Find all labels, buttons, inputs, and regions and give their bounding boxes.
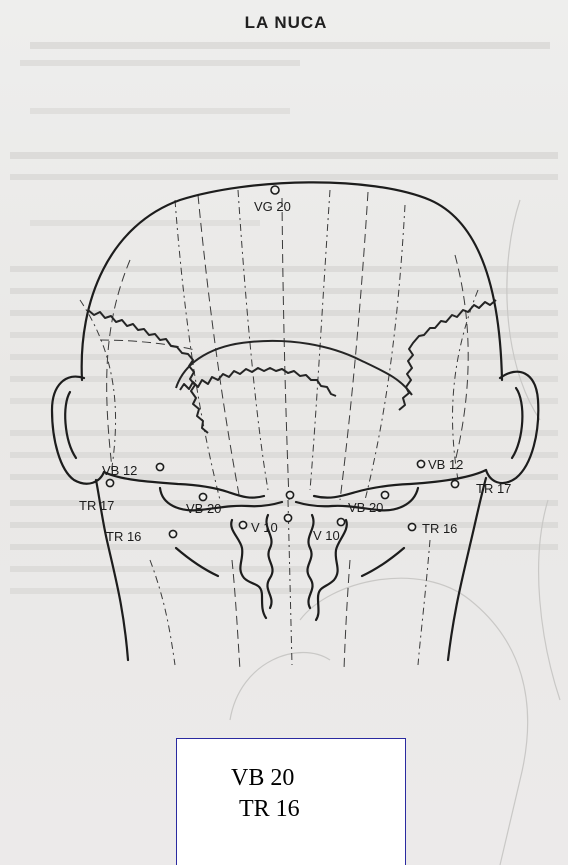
figure-title: LA NUCA	[245, 13, 328, 32]
acupoint-vb20-left-marker	[199, 493, 206, 500]
acupoint-label-vb12-right: VB 12	[428, 457, 463, 472]
bleed-head-outline	[539, 500, 560, 700]
meridian-line	[453, 290, 478, 480]
neck-inner-right	[362, 548, 404, 576]
bleed-line	[10, 566, 310, 572]
acupoint-label-vb12-left: VB 12	[102, 463, 137, 478]
acupoint-vb12-right-marker	[417, 460, 424, 467]
acupoint-label-tr16-left: TR 16	[106, 529, 141, 544]
acupoint-label-vg20: VG 20	[254, 199, 291, 214]
bleed-line	[10, 588, 310, 594]
acupoint-tr16-right-marker	[408, 523, 415, 530]
acupoint-tr16-left-marker	[169, 530, 176, 537]
bleed-line	[10, 354, 558, 360]
highlighted-points-box: VB 20 TR 16	[176, 738, 406, 865]
meridian-line	[310, 190, 330, 490]
acupoint-label-tr17-right: TR 17	[476, 481, 511, 496]
bleed-line	[10, 430, 558, 436]
bleed-line	[10, 266, 558, 272]
bleed-line	[30, 108, 290, 114]
acupoint-label-vb20-right: VB 20	[348, 500, 383, 515]
bleed-head-outline	[230, 653, 330, 721]
acupoint-center-marker	[286, 491, 293, 498]
bleed-line	[10, 174, 558, 180]
acupoint-label-tr16-right: TR 16	[422, 521, 457, 536]
bleed-line	[30, 42, 550, 49]
meridian-line	[150, 560, 175, 665]
acupoint-label-tr17-left: TR 17	[79, 498, 114, 513]
bleed-line	[10, 376, 558, 382]
acupoint-vb12-left-marker	[156, 463, 163, 470]
acupoint-label-v10-right: V 10	[313, 528, 340, 543]
acupoint-label-v10-left: V 10	[251, 520, 278, 535]
acupoint-vb20-right-marker	[381, 491, 388, 498]
bleed-line	[20, 60, 300, 66]
acupoint-tr17-left-marker	[106, 479, 113, 486]
skull-outline	[82, 182, 502, 380]
note-point-vb20: VB 20	[231, 765, 294, 792]
acupoint-vg20-marker	[271, 186, 279, 194]
meridian-line	[344, 560, 350, 670]
right-ear	[486, 372, 538, 483]
meridian-line	[232, 560, 240, 670]
note-point-tr16: TR 16	[239, 796, 300, 823]
bleed-line	[10, 398, 558, 404]
meridian-line	[100, 340, 195, 350]
acupoint-label-vb20-left: VB 20	[186, 501, 221, 516]
meridian-line	[418, 540, 430, 665]
acupoint-v10-left-marker	[239, 521, 246, 528]
bleed-line	[30, 220, 260, 226]
meridian-line	[238, 190, 268, 490]
acupoint-v10-right-marker	[337, 518, 344, 525]
bleed-line	[10, 544, 558, 550]
bleed-line	[10, 452, 558, 458]
acupoint-center-lower-marker	[284, 514, 291, 521]
acupoint-tr17-right-marker	[451, 480, 458, 487]
bleed-line	[10, 152, 558, 159]
